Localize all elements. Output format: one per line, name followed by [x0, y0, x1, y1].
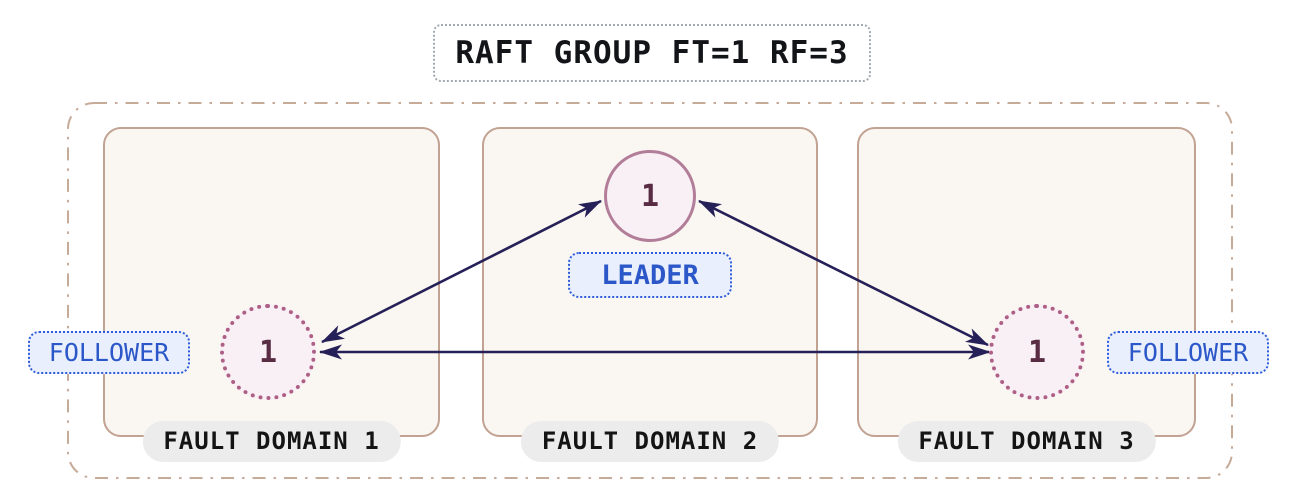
raft-group-title-label: RAFT GROUP FT=1 RF=3 — [455, 35, 849, 71]
follower-node-left: 1 — [220, 304, 316, 400]
leader-node-value: 1 — [640, 178, 660, 214]
follower-node-left-value: 1 — [258, 334, 278, 370]
raft-group-title: RAFT GROUP FT=1 RF=3 — [433, 24, 871, 82]
fault-domain-3-label: FAULT DOMAIN 3 — [897, 421, 1156, 462]
follower-right-role-tag: FOLLOWER — [1107, 331, 1269, 374]
raft-group-boundary — [67, 102, 1233, 479]
follower-node-right: 1 — [989, 304, 1085, 400]
edge-follower1-leader — [321, 199, 602, 344]
follower-node-right-value: 1 — [1027, 334, 1047, 370]
leader-node: 1 — [604, 150, 696, 242]
edge-leader-follower3 — [698, 199, 989, 347]
fault-domain-2-label: FAULT DOMAIN 2 — [520, 421, 780, 462]
leader-role-tag: LEADER — [568, 252, 732, 298]
follower-left-role-tag: FOLLOWER — [28, 331, 190, 374]
fault-domain-1-label: FAULT DOMAIN 1 — [142, 421, 401, 462]
